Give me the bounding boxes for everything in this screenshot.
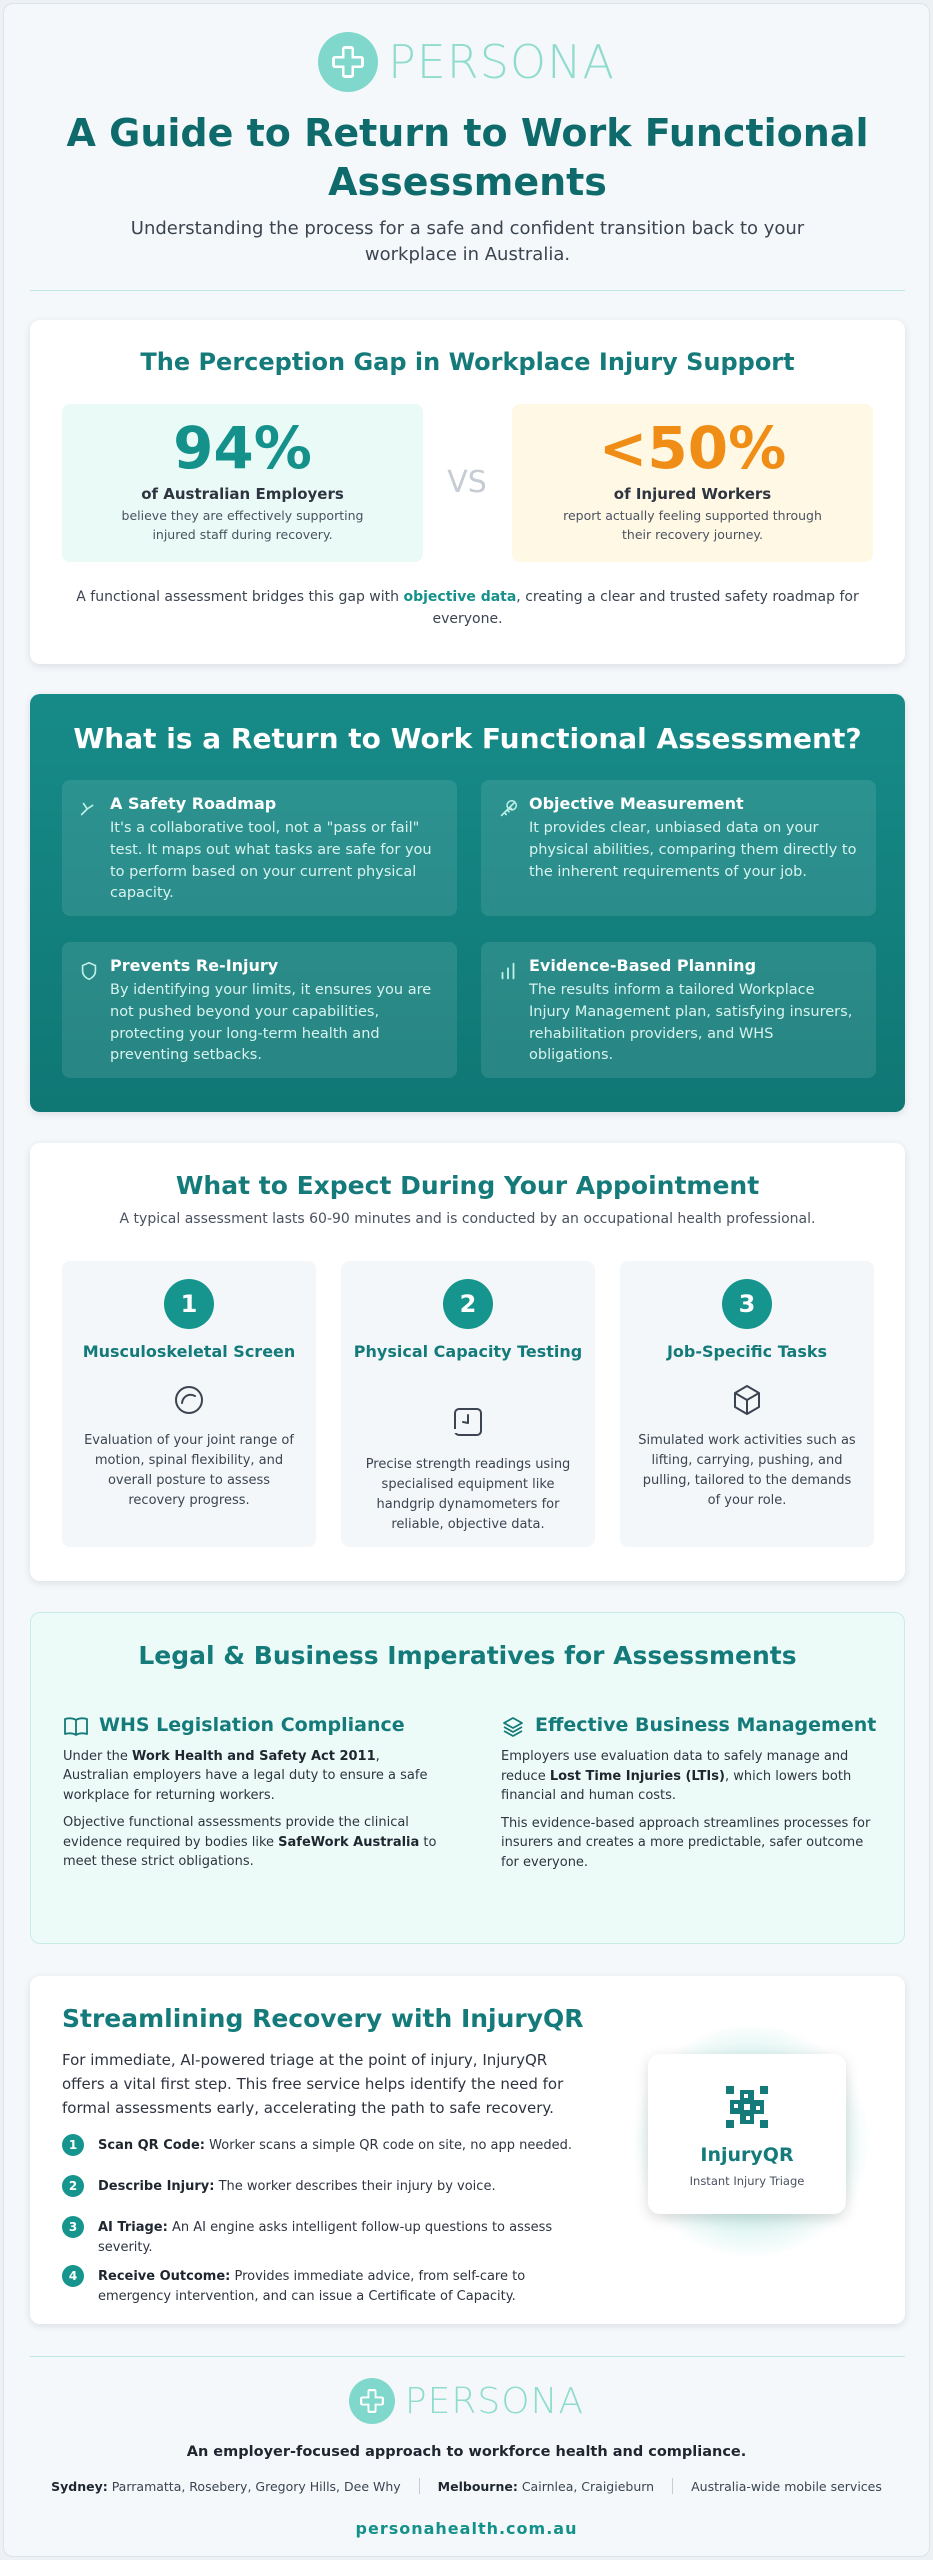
appointment-title: What to Expect During Your Appointment — [175, 1171, 760, 1200]
workers-stat-value: <50% — [598, 414, 787, 482]
step-title: Job-Specific Tasks — [666, 1342, 828, 1361]
qr-cross-icon — [726, 2086, 768, 2128]
page-subtitle: Understanding the process for a safe and… — [130, 218, 805, 266]
feature-objective-measurement: Objective Measurement It provides clear,… — [481, 780, 876, 916]
whs-para-1: Under the Work Health and Safety Act 201… — [63, 1748, 428, 1803]
injuryqr-card-subtitle: Instant Injury Triage — [689, 2174, 805, 2188]
injuryqr-title: Streamlining Recovery with InjuryQR — [62, 2004, 584, 2033]
divider — [30, 290, 905, 291]
injuryqr-card: Streamlining Recovery with InjuryQR For … — [30, 1976, 905, 2324]
logo-wordmark: PERSONA — [404, 2380, 585, 2422]
feature-safety-roadmap: A Safety Roadmap It's a collaborative to… — [62, 780, 457, 916]
injuryqr-step: 2 Describe Injury: The worker describes … — [62, 2175, 602, 2197]
page-title: A Guide to Return to Work Functional Ass… — [66, 111, 869, 205]
feature-evidence-planning: Evidence-Based Planning The results info… — [481, 942, 876, 1078]
objective-data-highlight: objective data — [403, 589, 517, 605]
workers-stat: <50% of Injured Workers report actually … — [512, 404, 873, 562]
appointment-intro: A typical assessment lasts 60-90 minutes… — [119, 1211, 816, 1227]
perception-title: The Perception Gap in Workplace Injury S… — [140, 348, 795, 376]
location-melbourne: Melbourne: Cairnlea, Craigieburn — [437, 2478, 655, 2494]
feature-desc: By identifying your limits, it ensures y… — [110, 982, 432, 1064]
legal-business-card: Legal & Business Imperatives for Assessm… — [30, 1612, 905, 1944]
workers-stat-desc: report actually feeling supported throug… — [563, 507, 822, 542]
whs-title: WHS Legislation Compliance — [99, 1714, 405, 1736]
box-icon — [734, 1385, 760, 1415]
footer-logo[interactable]: PERSONA — [4, 2378, 929, 2424]
whs-column: WHS Legislation Compliance Under the Wor… — [63, 1713, 443, 1872]
feature-title: A Safety Roadmap — [110, 794, 277, 813]
footer-tagline: An employer-focused approach to workforc… — [186, 2444, 747, 2460]
what-is-title: What is a Return to Work Functional Asse… — [73, 722, 862, 755]
what-is-card: What is a Return to Work Functional Asse… — [30, 694, 905, 1112]
feature-desc: It provides clear, unbiased data on your… — [529, 820, 857, 880]
website-link[interactable]: personahealth.com.au — [355, 2519, 578, 2538]
injuryqr-card-name: InjuryQR — [700, 2144, 794, 2166]
open-book-icon — [64, 1717, 88, 1736]
injuryqr-product-card[interactable]: InjuryQR Instant Injury Triage — [648, 2054, 846, 2214]
appointment-card: What to Expect During Your Appointment A… — [30, 1143, 905, 1581]
location-mobile: Australia-wide mobile services — [691, 2478, 882, 2494]
employers-stat: 94% of Australian Employers believe they… — [62, 404, 423, 562]
whs-para-2: Objective functional assessments provide… — [63, 1815, 437, 1870]
shield-icon — [81, 961, 97, 981]
business-para-1: Employers use evaluation data to safely … — [501, 1749, 852, 1803]
bar-chart-icon — [501, 962, 515, 980]
business-title: Effective Business Management — [535, 1714, 877, 1736]
business-column: Effective Business Management Employers … — [501, 1713, 881, 1872]
separator — [672, 2478, 674, 2494]
footer-locations: Sydney: Parramatta, Rosebery, Gregory Hi… — [4, 2478, 929, 2494]
medical-cross-icon — [348, 2378, 395, 2424]
logo-wordmark: PERSONA — [387, 35, 616, 89]
step-desc: Precise strength readings using speciali… — [365, 1457, 571, 1533]
injuryqr-step: 1 Scan QR Code: Worker scans a simple QR… — [62, 2134, 602, 2156]
feature-title: Evidence-Based Planning — [529, 956, 757, 975]
step-number: 3 — [62, 2216, 84, 2238]
business-para-2: This evidence-based approach streamlines… — [501, 1815, 871, 1870]
step-number: 1 — [164, 1279, 214, 1329]
rotate-icon — [175, 1386, 203, 1414]
step-musculoskeletal: 1 Musculoskeletal Screen Evaluation of y… — [62, 1261, 316, 1547]
employers-stat-label: of Australian Employers — [141, 484, 344, 503]
step-number: 2 — [62, 2175, 84, 2197]
perception-note: A functional assessment bridges this gap… — [76, 589, 859, 628]
injuryqr-step: 4 Receive Outcome: Provides immediate ad… — [62, 2265, 602, 2307]
gauge-icon — [453, 1408, 482, 1436]
route-icon — [80, 802, 94, 816]
medical-cross-icon — [317, 32, 378, 92]
vs-label: VS — [447, 465, 487, 500]
step-desc: Evaluation of your joint range of motion… — [84, 1433, 294, 1509]
workers-stat-label: of Injured Workers — [613, 484, 772, 503]
layers-icon — [503, 1717, 523, 1737]
location-sydney: Sydney: Parramatta, Rosebery, Gregory Hi… — [51, 2478, 401, 2494]
header-logo[interactable]: PERSONA — [4, 32, 929, 92]
step-title: Physical Capacity Testing — [353, 1342, 583, 1361]
feature-title: Prevents Re-Injury — [110, 956, 279, 975]
step-job-specific: 3 Job-Specific Tasks Simulated work acti… — [620, 1261, 874, 1547]
page: PERSONA A Guide to Return to Work Functi… — [3, 3, 930, 2557]
step-physical-capacity: 2 Physical Capacity Testing Precise stre… — [341, 1261, 595, 1547]
step-number: 4 — [62, 2265, 84, 2287]
perception-gap-card: The Perception Gap in Workplace Injury S… — [30, 320, 905, 664]
injuryqr-intro: For immediate, AI-powered triage at the … — [62, 2051, 564, 2117]
employers-stat-desc: believe they are effectively supporting … — [121, 507, 364, 542]
legal-title: Legal & Business Imperatives for Assessm… — [138, 1641, 797, 1670]
feature-title: Objective Measurement — [529, 794, 744, 813]
injuryqr-step: 3 AI Triage: An AI engine asks intellige… — [62, 2216, 602, 2258]
feature-desc: It's a collaborative tool, not a "pass o… — [110, 820, 432, 902]
step-title: Musculoskeletal Screen — [82, 1342, 296, 1361]
step-number: 3 — [722, 1279, 772, 1329]
feature-desc: The results inform a tailored Workplace … — [529, 982, 853, 1064]
separator — [418, 2478, 420, 2494]
step-number: 1 — [62, 2134, 84, 2156]
divider — [30, 2356, 905, 2357]
feature-prevents-reinjury: Prevents Re-Injury By identifying your l… — [62, 942, 457, 1078]
step-desc: Simulated work activities such as liftin… — [638, 1433, 856, 1509]
employers-stat-value: 94% — [173, 414, 312, 482]
step-number: 2 — [443, 1279, 493, 1329]
ruler-pencil-icon — [500, 800, 517, 817]
